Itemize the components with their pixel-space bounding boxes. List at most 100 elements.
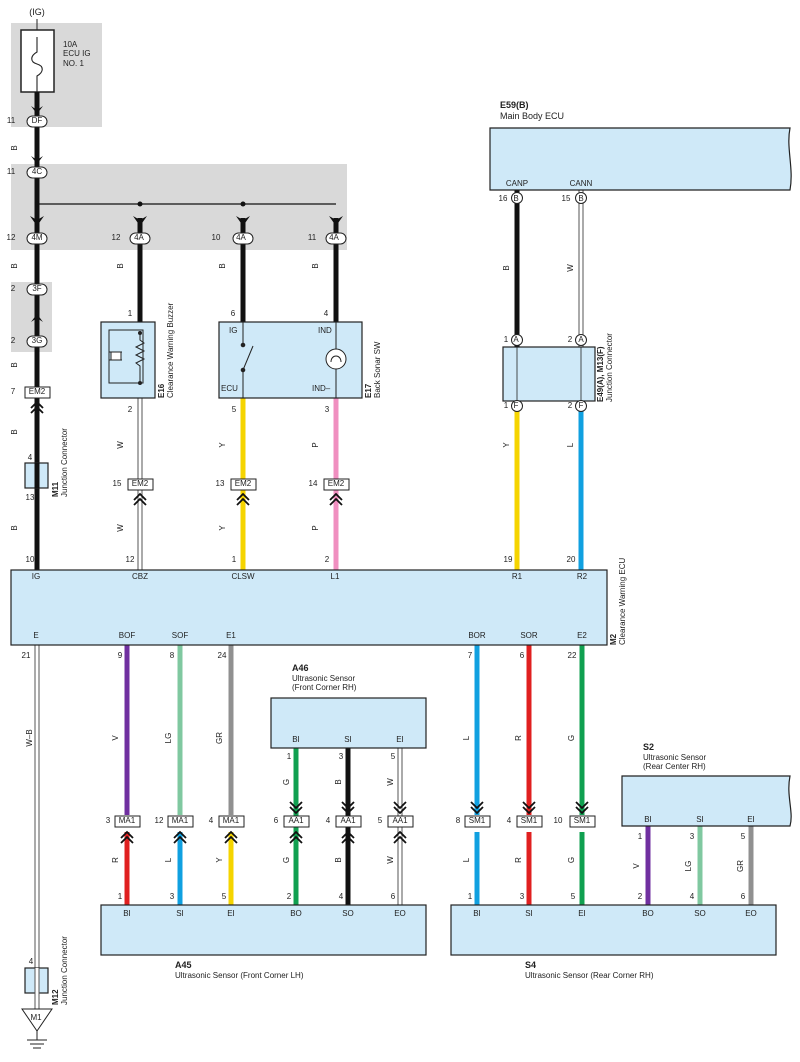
inline-connector-arrows	[31, 106, 43, 322]
label-5: 12	[7, 233, 16, 242]
label-139: 6	[741, 892, 746, 901]
main-body-ecu-pin-canp: CANP	[506, 179, 528, 188]
label-151: EO	[745, 909, 757, 918]
label-129: 3	[170, 892, 175, 901]
switch-icon	[240, 322, 337, 398]
buzzer-name: Clearance Warning Buzzer	[166, 302, 175, 398]
label-103: AA1	[392, 816, 408, 825]
label-27: IG	[229, 326, 237, 335]
junction-shading	[11, 23, 347, 352]
label-74: 6	[520, 651, 525, 660]
label-94: 12	[155, 816, 164, 825]
buzzer-icon	[108, 329, 146, 384]
label-45: EM2	[328, 479, 345, 488]
label-146: BI	[473, 909, 481, 918]
label-136: 5	[571, 892, 576, 901]
label-35: Y	[218, 442, 227, 448]
label-82: G	[567, 735, 576, 741]
label-126: R	[514, 857, 523, 863]
label-147: SI	[525, 909, 533, 918]
label-107: SM1	[521, 816, 538, 825]
label-83: BI	[292, 735, 300, 744]
label-42: 13	[216, 479, 225, 488]
label-9: 10	[212, 233, 221, 242]
label-67: SOR	[520, 631, 538, 640]
label-70: 9	[118, 651, 123, 660]
label-62: E	[33, 631, 38, 640]
sensor-a45-id: A45	[175, 960, 192, 970]
label-122: G	[282, 857, 291, 863]
label-16: B	[311, 263, 320, 268]
label-32: 5	[232, 405, 237, 414]
label-114: 3	[690, 832, 695, 841]
label-118: GR	[736, 860, 745, 872]
label-78: LG	[164, 733, 173, 744]
label-86: 1	[287, 752, 292, 761]
label-150: SO	[694, 909, 706, 918]
label-26: 4	[324, 309, 329, 318]
label-69: 21	[22, 651, 31, 660]
cann-terminal	[575, 192, 587, 204]
label-43: EM2	[235, 479, 252, 488]
label-120: L	[164, 857, 173, 862]
e49-terminal-a2	[575, 334, 587, 346]
label-163: A	[578, 335, 584, 344]
label-24: 1	[128, 309, 133, 318]
main-body-ecu-name: Main Body ECU	[500, 111, 564, 121]
label-133: 6	[391, 892, 396, 901]
label-58: CLSW	[231, 572, 255, 581]
label-155: B	[513, 194, 518, 203]
label-36: P	[311, 442, 320, 447]
back-sonar-switch-name: Back Sonar SW	[373, 341, 382, 398]
label-130: 5	[222, 892, 227, 901]
junction-connector-e49-name: Junction Connector	[605, 333, 614, 402]
label-137: 2	[638, 892, 643, 901]
junction-connector-e49-box	[502, 346, 596, 402]
sensor-a46-id: A46	[292, 663, 309, 673]
label-106: 4	[507, 816, 512, 825]
label-87: 3	[339, 752, 344, 761]
fuse-rating: 10A	[63, 40, 78, 49]
sensor-a46-box	[270, 697, 427, 749]
label-38: 4	[28, 453, 33, 462]
canp-terminal	[511, 192, 523, 204]
label-117: LG	[684, 861, 693, 872]
fuse-number: NO. 1	[63, 59, 84, 68]
label-49: P	[311, 525, 320, 530]
label-72: 24	[218, 651, 227, 660]
label-47: W	[116, 524, 125, 532]
label-96: 4	[209, 816, 214, 825]
ground-icon	[27, 1031, 47, 1049]
label-158: B	[502, 265, 511, 270]
inline-connector-pills	[26, 115, 347, 348]
label-128: 1	[118, 892, 123, 901]
label-99: AA1	[288, 816, 304, 825]
label-6: 4M	[31, 233, 42, 242]
label-55: 20	[567, 555, 576, 564]
label-64: SOF	[172, 631, 189, 640]
clearance-warning-ecu-name: Clearance Warning ECU	[618, 557, 627, 645]
m13-terminal-f2	[575, 400, 587, 412]
label-91: W	[386, 778, 395, 786]
bus-arrows	[30, 201, 343, 226]
label-54: 19	[504, 555, 513, 564]
label-1: DF	[32, 116, 43, 125]
label-160: 1	[504, 335, 509, 344]
label-53: 2	[325, 555, 330, 564]
label-4: 4C	[32, 167, 42, 176]
label-143: BO	[290, 909, 302, 918]
label-157: B	[578, 194, 583, 203]
label-112: EI	[747, 815, 755, 824]
sensor-a46-name: Ultrasonic Sensor	[292, 674, 355, 683]
label-135: 3	[520, 892, 525, 901]
label-19: 2	[11, 336, 16, 345]
label-108: 10	[554, 816, 563, 825]
label-97: MA1	[223, 816, 240, 825]
label-88: 5	[391, 752, 396, 761]
label-152: 4	[29, 957, 34, 966]
junction-connector-m11-name: Junction Connector	[60, 428, 69, 497]
label-142: EI	[227, 909, 235, 918]
label-145: EO	[394, 909, 406, 918]
sensor-s4-box	[450, 904, 777, 956]
